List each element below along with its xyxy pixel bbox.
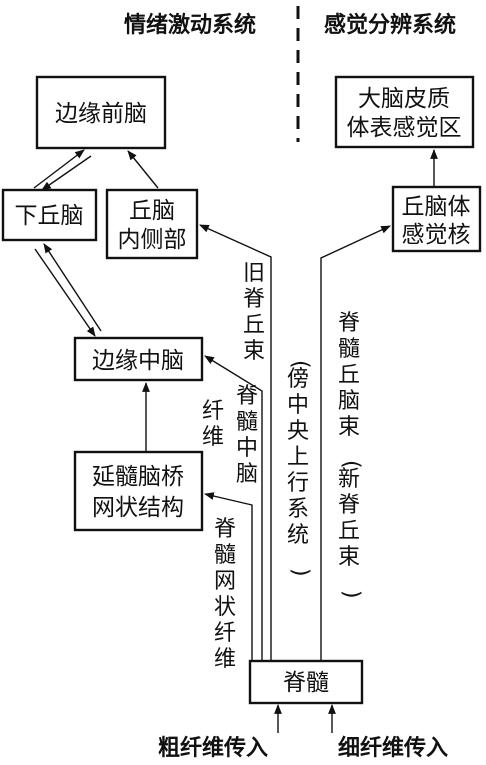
limbic-forebrain-label: 边缘前脑 [55, 101, 147, 127]
reticular-formation-label-line1: 延髓脑桥 [92, 464, 184, 490]
fine-fiber-input-label: 细纤维传入 [338, 735, 448, 761]
medial-thalamus-to-forebrain-arrow [127, 150, 159, 189]
forebrain-to-hypothalamus-arrow [41, 155, 92, 191]
old-spinothalamic-label: 旧脊丘束 [243, 261, 265, 364]
hypothalamus-box [1, 188, 98, 242]
medial-thalamus-label-line2: 内侧部 [118, 227, 187, 253]
reticular-formation-box [73, 450, 204, 532]
limbic-midbrain-box [73, 336, 204, 382]
limbic-midbrain-label: 边缘中脑 [92, 348, 184, 374]
spinoreticular-pathway [204, 492, 253, 660]
header-sensory-discrimination-system: 感觉分辨系统 [324, 12, 456, 38]
thalamic-nucleus-label-line1: 丘脑体 [402, 194, 471, 220]
medial-thalamus-label-line1: 丘脑 [129, 198, 175, 224]
new-spinothalamic-label: 脊髓丘脑束(新脊丘束) [338, 311, 364, 599]
somatosensory-cortex-label-line2: 体表感觉区 [347, 115, 462, 141]
somatosensory-cortex-label-line1: 大脑皮质 [358, 86, 450, 112]
spinomesencephalic-label-col1: 脊髓中脑 [236, 384, 258, 487]
new-spinothalamic-pathway [320, 225, 391, 660]
hypothalamus-to-midbrain-arrow [34, 248, 96, 337]
spinoreticular-label: 脊髓网状纤维 [214, 517, 236, 672]
spinomesencephalic-pathway [204, 355, 263, 660]
paramedian-system-label: (傍中央上行系统) [287, 360, 313, 577]
old-spinothalamic-pathway [199, 224, 272, 660]
medial-thalamus-box [105, 188, 199, 260]
thalamic-nucleus-box [391, 185, 482, 253]
somatosensory-cortex-box [334, 75, 475, 149]
coarse-fiber-input-label: 粗纤维传入 [158, 735, 268, 761]
spinal-cord-box [248, 659, 364, 705]
midbrain-to-hypothalamus-arrow [43, 243, 102, 332]
spinal-cord-label: 脊髓 [283, 670, 329, 696]
thalamic-nucleus-label-line2: 感觉核 [402, 222, 471, 248]
reticular-formation-label-line2: 网状结构 [92, 495, 184, 521]
hypothalamus-to-forebrain-arrow [33, 149, 85, 189]
header-emotional-system: 情绪激动系统 [124, 12, 256, 38]
spinomesencephalic-label-col2: 纤维 [202, 399, 224, 450]
limbic-forebrain-box [35, 75, 167, 150]
hypothalamus-label: 下丘脑 [15, 203, 84, 229]
